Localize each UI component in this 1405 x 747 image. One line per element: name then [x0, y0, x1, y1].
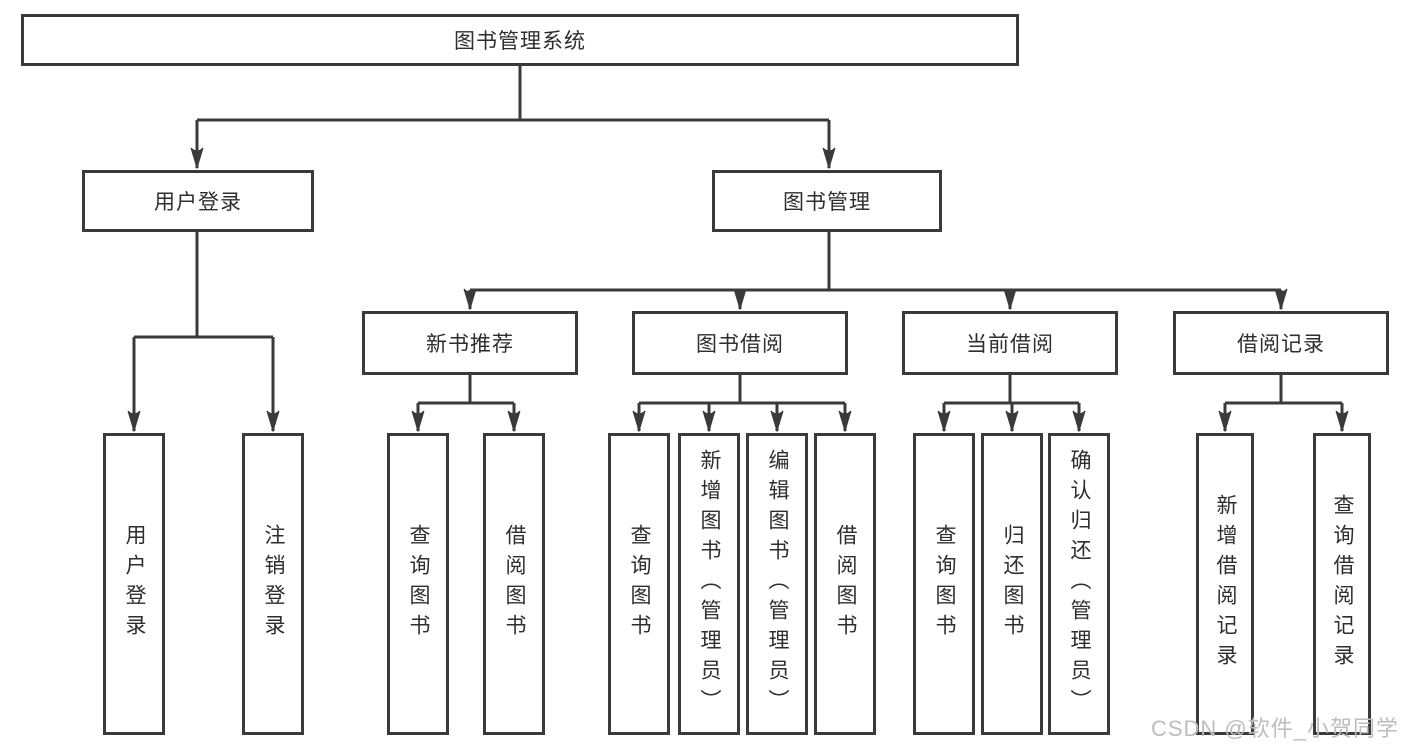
leaf-edit-books-admin: 编辑图书（管理员） [746, 433, 808, 735]
leaf-add-borrow-record-label: 新增借阅记录 [1214, 494, 1237, 674]
leaf-return-books-label: 归还图书 [1001, 524, 1024, 644]
leaf-logout: 注销登录 [242, 433, 304, 735]
leaf-confirm-return-admin-label: 确认归还（管理员） [1068, 449, 1091, 719]
leaf-return-books: 归还图书 [981, 433, 1043, 735]
leaf-borrowing-query-books-label: 查询图书 [628, 524, 651, 644]
csdn-watermark: CSDN @软件_小贺同学 [1150, 716, 1399, 741]
leaf-borrowing-borrow-books-label: 借阅图书 [834, 524, 857, 644]
node-book-borrowing: 图书借阅 [632, 311, 848, 375]
leaf-newbook-query-books: 查询图书 [387, 433, 449, 735]
leaf-logout-label: 注销登录 [262, 524, 285, 644]
leaf-query-borrow-record: 查询借阅记录 [1313, 433, 1371, 735]
leaf-current-query-books: 查询图书 [913, 433, 975, 735]
leaf-confirm-return-admin: 确认归还（管理员） [1048, 433, 1110, 735]
leaf-add-books-admin: 新增图书（管理员） [678, 433, 740, 735]
node-new-book-recommendation: 新书推荐 [362, 311, 578, 375]
leaf-current-query-books-label: 查询图书 [933, 524, 956, 644]
leaf-add-books-admin-label: 新增图书（管理员） [698, 449, 721, 719]
node-book-management: 图书管理 [712, 170, 942, 232]
leaf-user-login: 用户登录 [103, 433, 165, 735]
node-borrowing-records: 借阅记录 [1173, 311, 1389, 375]
leaf-borrowing-query-books: 查询图书 [608, 433, 670, 735]
node-current-borrowing: 当前借阅 [902, 311, 1118, 375]
leaf-newbook-borrow-books: 借阅图书 [483, 433, 545, 735]
node-root-system: 图书管理系统 [21, 14, 1019, 66]
leaf-query-borrow-record-label: 查询借阅记录 [1331, 494, 1354, 674]
leaf-add-borrow-record: 新增借阅记录 [1196, 433, 1254, 735]
leaf-newbook-borrow-books-label: 借阅图书 [503, 524, 526, 644]
leaf-edit-books-admin-label: 编辑图书（管理员） [766, 449, 789, 719]
leaf-borrowing-borrow-books: 借阅图书 [814, 433, 876, 735]
node-user-login: 用户登录 [82, 170, 314, 232]
leaf-user-login-label: 用户登录 [123, 524, 146, 644]
leaf-newbook-query-books-label: 查询图书 [407, 524, 430, 644]
